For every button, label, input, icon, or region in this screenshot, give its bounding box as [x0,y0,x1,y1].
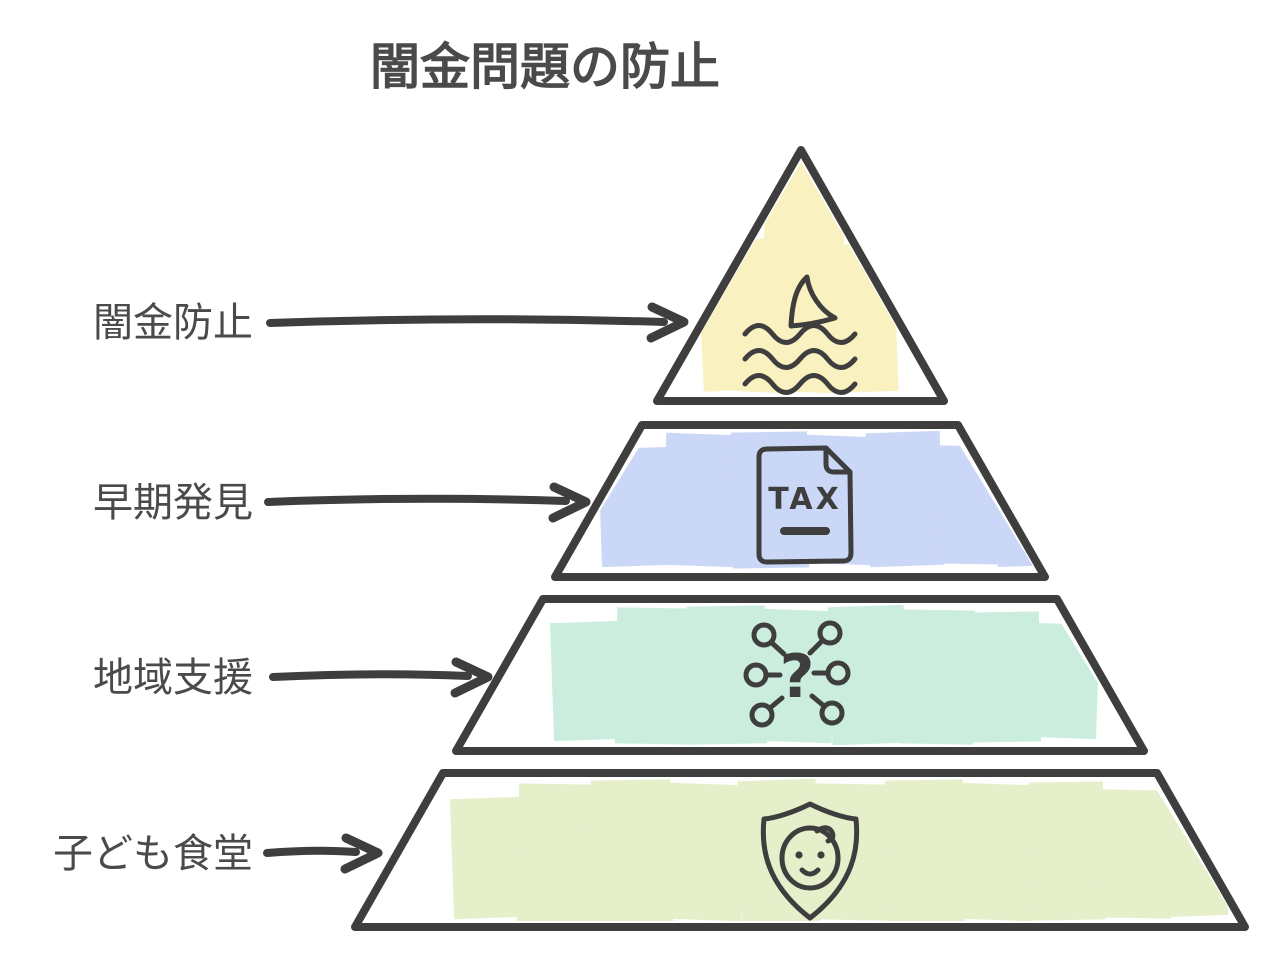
tier-labels: 闇金防止 早期発見 地域支援 子ども食堂 [53,300,253,877]
tier-4-label: 子ども食堂 [53,831,253,877]
tier-2-arrowhead-icon [548,482,591,523]
tier-1-arrow-line [266,315,668,327]
tier-1 [653,146,948,405]
tier-2-arrow-line [264,494,570,506]
tier-2-label: 早期発見 [93,480,253,526]
tier-4-arrow [263,833,383,874]
tier-2: TAX [551,421,1049,581]
tier-3-label: 地域支援 [93,655,253,701]
tier-3-arrowhead-icon [450,657,493,698]
question-network-icon: ? [743,620,851,728]
tax-document-icon: TAX [756,445,854,565]
tier-4-arrowhead-icon [340,833,383,874]
tier-1-outline [653,146,948,405]
label-arrows [263,302,689,874]
tier-3-outline [452,595,1148,755]
page-title: 闇金問題の防止 [370,38,720,96]
tier-4-outline [351,769,1249,931]
tier-4-arrow-line [263,846,360,857]
tier-3-fill-scribble [549,605,1100,745]
tier-4 [351,769,1249,931]
question-mark-glyph: ? [780,642,815,712]
tier-4-fill-scribble [449,779,1229,921]
tier-2-outline [551,421,1049,581]
tier-1-label: 闇金防止 [93,300,253,346]
tier-3-arrow [269,657,493,698]
tier-1-arrowhead-icon [646,302,689,343]
tier-3-arrow-line [269,670,472,681]
shark-fin-waves-icon [742,274,858,395]
child-shield-icon [760,801,860,921]
tier-3: ? [452,595,1148,755]
child-face-features [795,851,825,859]
tier-2-arrow [264,482,591,523]
tax-document-label: TAX [768,482,841,517]
tier-1-arrow [266,302,689,343]
